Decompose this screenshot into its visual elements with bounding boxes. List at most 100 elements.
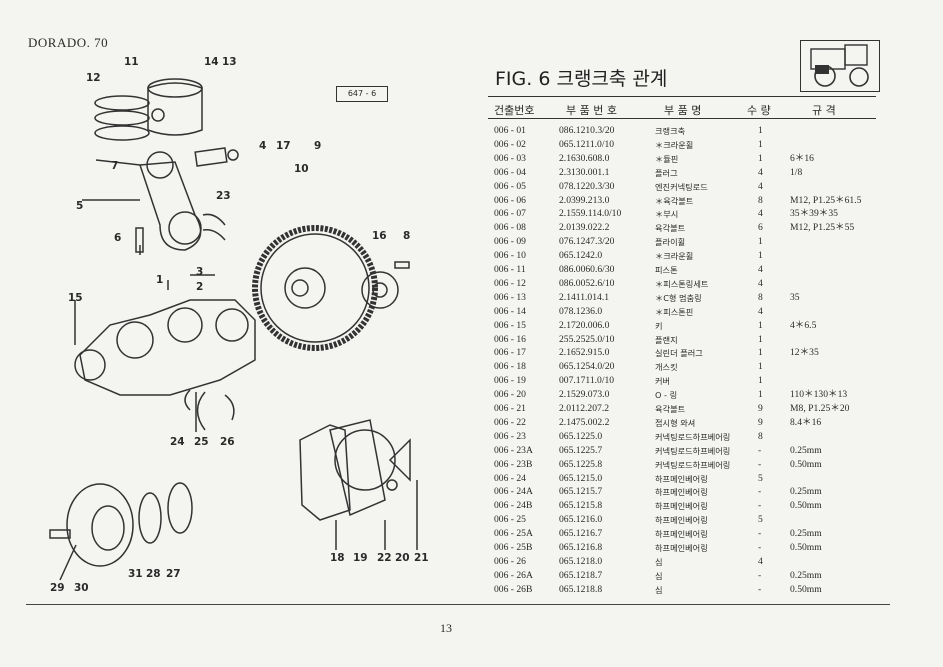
col-header-part: 부 품 번 호 xyxy=(566,104,617,117)
callout-2: 2 xyxy=(196,281,204,293)
cell-name: 하프메인베어링 xyxy=(655,473,708,484)
cell-qty: 9 xyxy=(758,403,763,414)
cell-code: 006 - 26A xyxy=(494,569,533,581)
cell-qty: 8 xyxy=(758,430,763,442)
cell-name: 플러그 xyxy=(655,167,678,178)
cell-name: 육각볼트 xyxy=(655,223,686,234)
cell-code: 006 - 05 xyxy=(494,180,526,192)
cell-part: 065.1225.7 xyxy=(559,444,603,456)
cell-code: 006 - 25A xyxy=(494,528,533,540)
table-header-rule xyxy=(488,118,876,119)
callout-19: 19 xyxy=(353,552,368,564)
cell-code: 006 - 12 xyxy=(494,277,526,289)
cell-spec: 0.25mm xyxy=(790,569,822,581)
cell-name: 커버 xyxy=(655,376,671,387)
cell-part: 078.1236.0 xyxy=(559,305,603,317)
cell-spec: 0.25mm xyxy=(790,486,822,498)
cell-part: 086.0060.6/30 xyxy=(559,264,615,275)
cell-part: 076.1247.3/20 xyxy=(559,236,615,248)
cell-name: 심 xyxy=(655,584,663,595)
cell-name: 커넥팅로드하프베어링 xyxy=(655,459,731,470)
cell-part: 2.1630.608.0 xyxy=(559,152,610,164)
exploded-diagram xyxy=(0,0,480,605)
cell-code: 006 - 04 xyxy=(494,166,526,178)
cell-name: ＊듈핀 xyxy=(655,153,679,164)
cell-spec: 4＊6.5 xyxy=(790,319,817,331)
cell-code: 006 - 01 xyxy=(494,125,526,136)
cell-code: 006 - 23 xyxy=(494,430,526,442)
callout-23: 23 xyxy=(216,190,231,202)
cell-qty: 1 xyxy=(758,152,763,164)
callout-18: 18 xyxy=(330,552,345,564)
cell-part: 078.1220.3/30 xyxy=(559,180,615,192)
callout-10: 10 xyxy=(294,163,309,175)
callout-26: 26 xyxy=(220,436,235,448)
cell-qty: 1 xyxy=(758,236,763,248)
cell-name: 플랜지 xyxy=(655,334,678,345)
callout-27: 27 xyxy=(166,568,181,580)
cell-qty: 9 xyxy=(758,416,763,428)
cell-name: 커넥팅로드하프베어링 xyxy=(655,445,731,456)
cell-name: ＊크라운휠 xyxy=(655,139,694,150)
callout-3: 3 xyxy=(196,266,204,278)
cell-part: 2.1720.006.0 xyxy=(559,319,610,331)
callout-4: 4 xyxy=(259,140,267,152)
cell-part: 065.1254.0/20 xyxy=(559,361,615,373)
cell-spec: 110＊130＊13 xyxy=(790,389,848,401)
cell-code: 006 - 24B xyxy=(494,500,533,512)
cell-code: 006 - 13 xyxy=(494,291,526,303)
cell-part: 065.1215.0 xyxy=(559,472,603,484)
cell-spec: M12, P1.25＊61.5 xyxy=(790,194,862,206)
cell-name: ＊부시 xyxy=(655,209,679,220)
cell-part: 065.1216.0 xyxy=(559,514,603,526)
cell-code: 006 - 25 xyxy=(494,514,526,526)
cell-code: 006 - 24A xyxy=(494,486,533,498)
page-bottom-rule xyxy=(26,604,890,605)
cell-code: 006 - 15 xyxy=(494,319,526,331)
callout-31: 31 xyxy=(128,568,143,580)
cell-qty: 1 xyxy=(758,138,763,150)
callout-25: 25 xyxy=(194,436,209,448)
cell-name: 엔진커넥팅로드 xyxy=(655,181,708,192)
cell-name: 육각볼트 xyxy=(655,404,686,414)
cell-spec: 8.4＊16 xyxy=(790,416,822,428)
cell-qty: 4 xyxy=(758,277,763,289)
cell-part: 065.1242.0 xyxy=(559,250,603,262)
cell-spec: M12, P1.25＊55 xyxy=(790,222,855,234)
cell-spec: 6＊16 xyxy=(790,152,814,164)
cell-part: 2.0112.207.2 xyxy=(559,403,610,414)
page-header: DORADO. 70 xyxy=(28,35,109,50)
callout-28: 28 xyxy=(146,568,161,580)
cell-part: 2.1559.114.0/10 xyxy=(559,208,622,220)
cell-code: 006 - 09 xyxy=(494,236,526,248)
cell-name: O - 링 xyxy=(655,390,678,401)
cell-qty: 8 xyxy=(758,291,763,303)
cell-qty: 1 xyxy=(758,375,763,387)
cell-name: 심 xyxy=(655,570,663,581)
cell-part: 2.1411.014.1 xyxy=(559,291,610,303)
cell-qty: 4 xyxy=(758,180,763,192)
cell-qty: 4 xyxy=(758,555,763,567)
